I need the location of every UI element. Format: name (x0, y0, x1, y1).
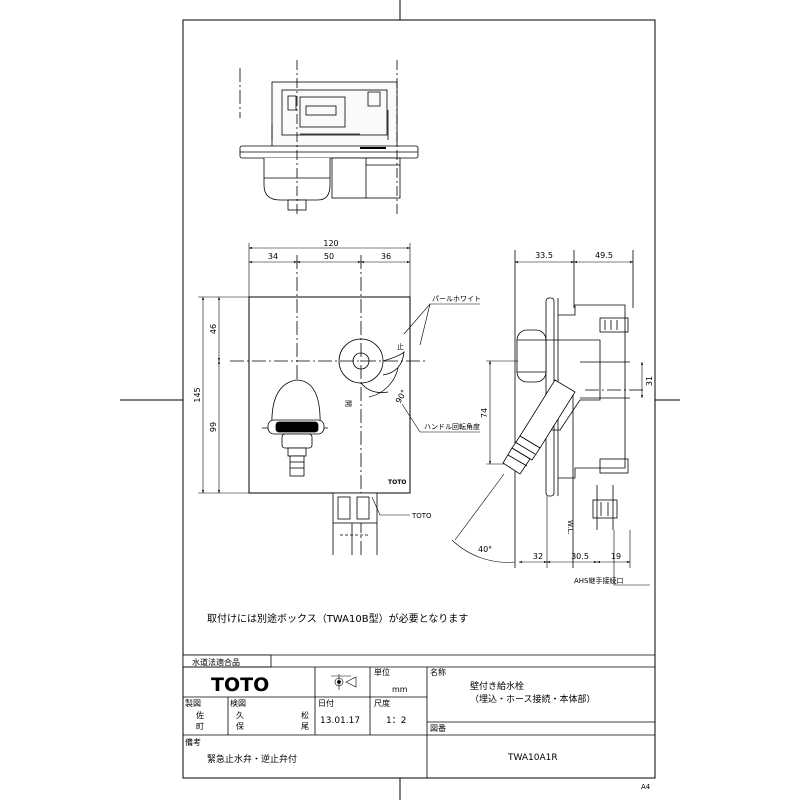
dim-30-5: 30.5 (571, 552, 589, 561)
dim-145: 145 (193, 387, 202, 402)
title-block (182, 654, 655, 778)
drawing-no-label: 図番 (430, 723, 446, 733)
drawn-name-2: 町 (196, 722, 204, 731)
label-toto: TOTO (411, 512, 432, 520)
approve-name: 松 (301, 710, 309, 720)
unit-label: 単位 (374, 667, 390, 677)
check-name-2: 保 (236, 721, 244, 731)
front-dimension-texts: 120 34 50 36 145 46 99 パールホワイト ハンドル回転角度 … (193, 239, 481, 520)
drawn-label: 製図 (185, 698, 201, 708)
dim-33-5: 33.5 (535, 251, 553, 260)
approve-name-2: 尾 (301, 722, 309, 731)
compliance-label: 水道法適合品 (192, 657, 240, 667)
scale-label: 尺度 (374, 698, 390, 708)
remarks-label: 備考 (185, 737, 201, 747)
dim-31: 31 (645, 376, 654, 386)
front-dimensions (198, 243, 480, 516)
check-name: 久 (236, 710, 244, 720)
dim-120: 120 (323, 239, 338, 248)
dim-34: 34 (268, 252, 278, 261)
date-label: 日付 (318, 698, 334, 708)
unit-value: mm (392, 685, 408, 694)
label-ahs: AHS継手接続口 (574, 576, 624, 585)
date-value: 13.01.17 (320, 716, 360, 726)
installation-note: 取付けには別途ボックス（TWA10B型）が必要となります (207, 612, 468, 625)
dim-74: 74 (480, 408, 489, 418)
side-dimension-texts: 33.5 49.5 31 74 32 30.5 19 40° W.L. AHS継… (478, 251, 654, 585)
title-block-texts: 水道法適合品 TOTO 単位 mm 名称 壁付き給水栓 （埋込・ホース接続・本体… (185, 657, 651, 791)
toto-logo: TOTO (211, 674, 269, 696)
product-name-line1: 壁付き給水栓 (470, 680, 524, 692)
product-name-line2: （埋込・ホース接続・本体部） (470, 693, 596, 705)
label-wl: W.L. (566, 520, 574, 534)
label-open: 開 (344, 400, 352, 407)
dim-99: 99 (209, 422, 218, 432)
side-dimensions (451, 260, 650, 586)
side-view (454, 250, 643, 568)
label-pearl-white: パールホワイト (432, 295, 481, 303)
sheet-frame (120, 0, 680, 800)
drawn-name-1: 佐 (196, 710, 204, 720)
dim-46: 46 (209, 324, 218, 334)
scale-value: 1：2 (386, 716, 406, 726)
label-handle-angle: ハンドル回転角度 (424, 422, 480, 431)
dim-50: 50 (324, 252, 334, 261)
label-stop: 止 (397, 342, 404, 351)
name-label: 名称 (430, 667, 446, 677)
dim-40deg: 40° (478, 545, 492, 554)
faceplate-brand: TOTO (388, 479, 406, 486)
check-label: 検図 (230, 698, 246, 708)
dim-49-5: 49.5 (595, 251, 613, 260)
dim-19: 19 (611, 552, 621, 561)
top-view (239, 60, 419, 215)
drawing-number: TWA10A1R (507, 753, 558, 763)
remarks-text: 緊急止水弁・逆止弁付 (207, 753, 297, 765)
dim-32: 32 (533, 552, 543, 561)
paper-size: A4 (641, 783, 651, 791)
front-view (230, 255, 425, 555)
dim-36: 36 (381, 252, 391, 261)
